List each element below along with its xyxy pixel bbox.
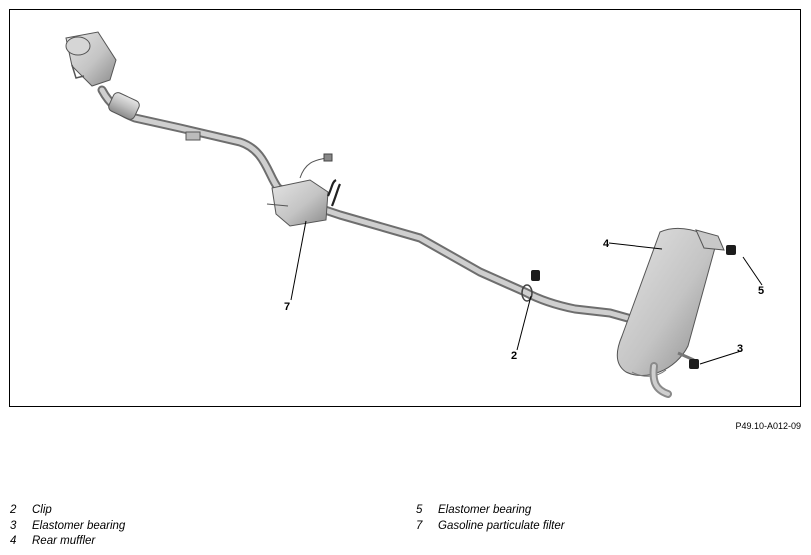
- legend-right: 5 Elastomer bearing 7 Gasoline particula…: [416, 503, 565, 534]
- callout-3: 3: [737, 343, 744, 355]
- elastomer-bearing-lower: [689, 359, 699, 369]
- legend-item: 2 Clip: [10, 503, 125, 519]
- exhaust-illustration: [65, 31, 763, 398]
- gasoline-particulate-filter: [266, 153, 341, 227]
- callout-4: 4: [603, 238, 610, 250]
- callout-2: 2: [511, 350, 518, 362]
- legend-number: 5: [416, 504, 423, 516]
- legend-number: 4: [10, 535, 17, 547]
- callout-5: 5: [758, 285, 765, 297]
- rear-muffler: [616, 227, 725, 398]
- figure-id: P49.10-A012-09: [735, 421, 801, 431]
- callout-7: 7: [284, 301, 291, 313]
- legend-text: Elastomer bearing: [438, 504, 532, 516]
- legend-number: 2: [10, 504, 17, 516]
- exhaust-system-diagram: 4 5 3 2 7: [9, 9, 801, 407]
- legend-item: 3 Elastomer bearing: [10, 519, 125, 535]
- legend-number: 7: [416, 519, 423, 532]
- front-catalytic-converter: [65, 31, 201, 141]
- legend-item: 5 Elastomer bearing: [416, 503, 565, 519]
- callout-leaders: [290, 220, 763, 365]
- legend-item: 4 Rear muffler: [10, 534, 125, 550]
- legend-text: Gasoline particulate filter: [438, 519, 565, 532]
- elastomer-bearing-upper: [726, 245, 736, 255]
- legend-item: 7 Gasoline particulate filter: [416, 519, 565, 535]
- legend-text: Elastomer bearing: [32, 519, 126, 532]
- legend-number: 3: [10, 519, 17, 532]
- exhaust-pipe: [97, 85, 640, 325]
- legend-text: Clip: [32, 504, 52, 516]
- legend-left: 2 Clip 3 Elastomer bearing 4 Rear muffle…: [10, 503, 125, 550]
- bearing-bracket-lower: [677, 351, 695, 362]
- clip: [521, 270, 540, 302]
- legend-text: Rear muffler: [32, 535, 96, 547]
